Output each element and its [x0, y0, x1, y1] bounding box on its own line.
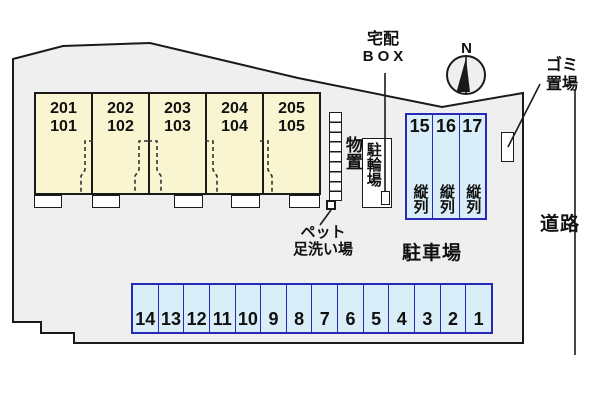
unit-number-lower: 101 — [50, 117, 77, 135]
parking-spot: 4 — [389, 285, 416, 332]
tandem-spot-label: 縦列 — [411, 184, 429, 214]
garbage-station — [501, 132, 514, 162]
parking-spot-number: 3 — [422, 309, 433, 329]
tandem-parking-area: 15 縦列 16 縦列 17 縦列 — [405, 113, 487, 220]
parking-spot: 6 — [338, 285, 364, 332]
unit-numbers: 205 105 — [278, 100, 305, 193]
building-unit: 204 104 — [207, 94, 264, 193]
entrance-porch — [92, 195, 120, 208]
entrance-porch — [289, 195, 320, 208]
building-unit: 203 103 — [150, 94, 207, 193]
parking-spot: 7 — [312, 285, 339, 332]
parking-spot-number: 14 — [135, 309, 156, 329]
tandem-spot-label: 縦列 — [437, 184, 455, 214]
parking-spot-number: 12 — [186, 309, 207, 329]
north-arrow-icon — [446, 55, 486, 95]
parking-spot-number: 8 — [294, 309, 305, 329]
parking-spot-number: 5 — [371, 309, 382, 329]
parking-spot: 1 — [466, 285, 491, 332]
parking-spot: 9 — [261, 285, 287, 332]
entrance-porch — [174, 195, 203, 208]
parking-spot-number: 13 — [160, 309, 181, 329]
unit-number-upper: 205 — [278, 100, 305, 117]
delivery-box-label-line1: 宅配 — [366, 31, 399, 48]
parking-spot-number: 1 — [473, 309, 484, 329]
tandem-spot-number: 17 — [462, 116, 483, 136]
garbage-label-line1: ゴミ — [545, 57, 578, 74]
parking-spot-number: 11 — [212, 309, 232, 329]
road-label: 道路 — [540, 214, 581, 235]
parking-spot: 12 — [184, 285, 210, 332]
parking-spot: 2 — [441, 285, 467, 332]
tandem-parking-spot: 17 縦列 — [460, 115, 485, 218]
pet-wash-label-line1: ペット — [300, 224, 346, 241]
tandem-parking-spot: 15 縦列 — [407, 115, 434, 218]
unit-number-upper: 203 — [164, 100, 191, 117]
parking-spot: 8 — [287, 285, 313, 332]
entrance-porch — [34, 195, 62, 208]
parking-spot: 14 — [133, 285, 159, 332]
unit-numbers: 204 104 — [221, 100, 248, 193]
unit-number-lower: 105 — [278, 117, 305, 135]
parking-row: 14 13 12 11 10 9 8 7 6 5 — [131, 283, 493, 334]
unit-number-upper: 204 — [221, 100, 248, 117]
parking-spot-number: 2 — [448, 309, 459, 329]
parking-spot: 13 — [159, 285, 185, 332]
parking-spot: 11 — [210, 285, 236, 332]
unit-numbers: 201 101 — [50, 100, 77, 193]
delivery-box-unit — [381, 191, 390, 205]
unit-numbers: 202 102 — [107, 100, 134, 193]
parking-spot-number: 4 — [396, 309, 407, 329]
unit-number-lower: 102 — [107, 117, 134, 135]
tandem-parking-spot: 16 縦列 — [433, 115, 460, 218]
storage-shed-label: 物置 — [342, 136, 362, 170]
parking-spot-number: 9 — [268, 309, 279, 329]
parking-spot-number: 7 — [319, 309, 330, 329]
pet-wash-label: ペット 足洗い場 — [286, 224, 360, 259]
apartment-building: 201 101 202 102 203 103 204 104 — [34, 92, 321, 195]
garbage-label-line2: 置場 — [545, 75, 578, 93]
bicycle-shed: 駐輪場 — [362, 138, 392, 208]
unit-number-lower: 103 — [164, 117, 191, 135]
parking-spot: 3 — [415, 285, 441, 332]
pet-wash-label-line2: 足洗い場 — [292, 240, 353, 258]
parking-spot: 10 — [236, 285, 262, 332]
unit-number-lower: 104 — [221, 117, 248, 135]
pet-wash-station — [326, 200, 336, 210]
north-label: N — [461, 40, 472, 57]
storage-shed-units — [329, 112, 342, 201]
delivery-box-label-line2: BOX — [362, 47, 408, 65]
parking-spot: 5 — [364, 285, 390, 332]
unit-numbers: 203 103 — [164, 100, 191, 193]
unit-number-upper: 201 — [50, 100, 77, 117]
entrance-porch — [231, 195, 260, 208]
parking-lot-label: 駐車場 — [402, 243, 463, 264]
building-unit: 202 102 — [93, 94, 150, 193]
delivery-box-label: 宅配 BOX — [346, 31, 420, 65]
tandem-spot-number: 15 — [409, 116, 430, 136]
tandem-spot-number: 16 — [435, 116, 456, 136]
pet-wash-leader-line — [319, 209, 332, 226]
bicycle-shed-label: 駐輪場 — [364, 142, 382, 187]
building-unit: 205 105 — [264, 94, 319, 193]
unit-number-upper: 202 — [107, 100, 134, 117]
parking-spot-number: 6 — [345, 309, 356, 329]
building-unit: 201 101 — [36, 94, 93, 193]
tandem-spot-label: 縦列 — [464, 184, 482, 214]
garbage-station-label: ゴミ 置場 — [537, 57, 587, 95]
parking-spot-number: 10 — [237, 309, 258, 329]
